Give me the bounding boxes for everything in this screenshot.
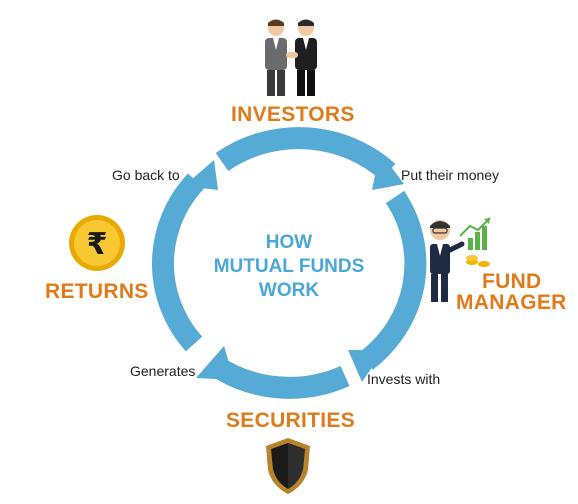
shield-icon xyxy=(266,438,310,494)
arrowhead-bottom xyxy=(196,346,234,380)
ring-arc-top-right xyxy=(215,127,396,181)
node-fund-manager-line-2: MANAGER xyxy=(456,291,567,314)
ring-arc-right xyxy=(359,190,427,370)
node-fund-manager-line-1: FUND xyxy=(482,270,542,293)
rupee-coin-icon: ₹ xyxy=(69,215,125,271)
node-fund-manager: FUND MANAGER xyxy=(456,271,567,313)
edge-label-put-money: Put their money xyxy=(401,167,500,183)
center-title-line-3: WORK xyxy=(258,280,320,301)
center-title: HOW MUTUAL FUNDS WORK xyxy=(189,231,389,303)
investors-icon xyxy=(265,19,317,96)
fund-manager-icon xyxy=(430,217,491,302)
arrowhead-left xyxy=(184,160,218,190)
edge-label-go-back: Go back to xyxy=(112,167,180,183)
arrowhead-right xyxy=(348,350,384,382)
ring-arc-bottom xyxy=(206,354,350,399)
edge-label-invests-with: Invests with xyxy=(367,371,441,387)
edge-label-generates: Generates xyxy=(130,363,196,379)
ring-arc-left xyxy=(151,173,205,352)
center-title-line-2: MUTUAL FUNDS xyxy=(213,256,365,277)
node-returns: RETURNS xyxy=(45,280,149,303)
node-securities: SECURITIES xyxy=(226,409,356,432)
node-investors: INVESTORS xyxy=(231,103,355,126)
arrowhead-top-right xyxy=(372,152,404,190)
center-title-line-1: HOW xyxy=(265,232,313,253)
svg-text:₹: ₹ xyxy=(87,227,108,262)
